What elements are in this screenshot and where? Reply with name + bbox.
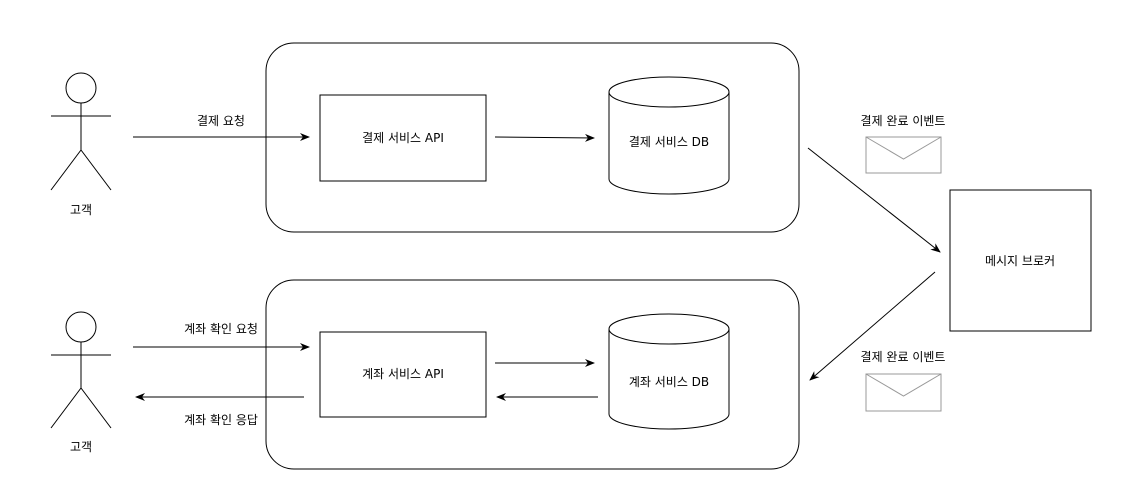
message-broker-box bbox=[949, 189, 1092, 332]
consumed-event-envelope-icon bbox=[865, 373, 942, 412]
message-broker-label: 메시지 브로커 bbox=[985, 254, 1055, 268]
payment-db-cylinder-icon bbox=[608, 76, 730, 195]
consumed-event-label: 결제 완료 이벤트 bbox=[861, 350, 946, 364]
customer-actor-icon bbox=[50, 72, 112, 191]
payment-api-label: 결제 서비스 API bbox=[362, 131, 444, 145]
publish-event-arrow bbox=[807, 147, 941, 253]
account-db-cylinder-icon bbox=[608, 313, 730, 430]
consume-event-arrow bbox=[809, 271, 936, 381]
account-response-label: 계좌 확인 응답 bbox=[184, 413, 258, 427]
payment-api-to-db-arrow bbox=[494, 133, 595, 142]
customer-label: 고객 bbox=[70, 440, 92, 454]
published-event-envelope-icon bbox=[865, 136, 942, 174]
published-event-label: 결제 완료 이벤트 bbox=[861, 114, 946, 128]
account-api-label: 계좌 서비스 API bbox=[362, 367, 444, 381]
payment-db-label: 결제 서비스 DB bbox=[629, 135, 709, 149]
customer-label: 고객 bbox=[70, 203, 92, 217]
payment-request-label: 결제 요청 bbox=[197, 114, 245, 128]
account-api-box bbox=[319, 331, 487, 418]
payment-api-box bbox=[319, 94, 487, 182]
customer-actor-icon bbox=[50, 311, 112, 429]
account-db-label: 계좌 서비스 DB bbox=[629, 375, 709, 389]
account-request-label: 계좌 확인 요청 bbox=[184, 322, 258, 336]
